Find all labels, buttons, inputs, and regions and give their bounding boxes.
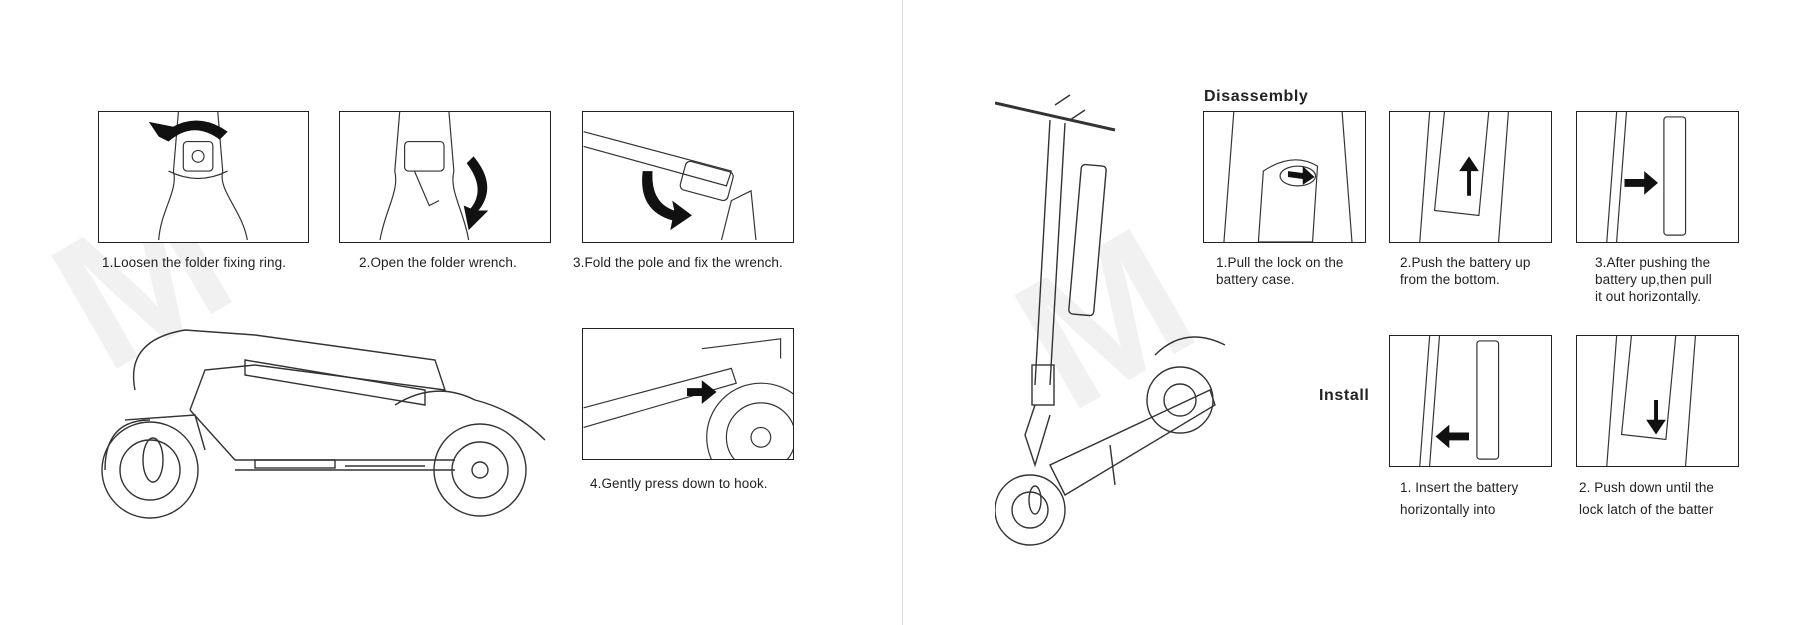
fold-step-1-illustration (98, 111, 309, 243)
right-arrow-icon (1287, 166, 1315, 185)
disassembly-step-3-caption: 3.After pushing the battery up,then pull… (1595, 254, 1712, 305)
disassembly-step-1-caption: 1.Pull the lock on the battery case. (1216, 254, 1344, 288)
down-arrow-icon (463, 156, 489, 231)
disassembly-heading: Disassembly (1204, 88, 1309, 105)
install-step-1-caption: 1. Insert the battery horizontally into (1400, 477, 1518, 521)
caption-line: 2. Push down until the (1579, 480, 1715, 495)
disassembly-step-1-illustration (1203, 111, 1366, 243)
left-arrow-icon (1435, 424, 1470, 449)
install-heading: Install (1319, 387, 1370, 404)
caption-line: 1. Insert the battery (1400, 480, 1519, 495)
fold-step-4-illustration (582, 328, 794, 460)
folded-scooter-illustration (95, 320, 555, 520)
caption-line: battery case. (1216, 272, 1295, 287)
down-arrow-icon (1646, 400, 1666, 435)
standing-scooter-illustration (995, 85, 1235, 575)
caption-line: 2.Push the battery up (1400, 255, 1531, 270)
curved-arrow-icon (642, 171, 692, 231)
caption-line: horizontally into (1400, 502, 1496, 517)
caption-line: battery up,then pull (1595, 272, 1712, 287)
fold-step-4-caption: 4.Gently press down to hook. (590, 476, 768, 491)
install-step-2-caption: 2. Push down until the lock latch of the… (1579, 477, 1714, 521)
fold-step-3-illustration (582, 111, 794, 243)
fold-step-3-caption: 3.Fold the pole and fix the wrench. (573, 255, 783, 270)
caption-line: from the bottom. (1400, 272, 1500, 287)
curved-arrow-icon (158, 120, 228, 142)
install-step-2-illustration (1576, 335, 1739, 467)
disassembly-step-2-illustration (1389, 111, 1552, 243)
caption-line: 1.Pull the lock on the (1216, 255, 1344, 270)
fold-step-2-illustration (339, 111, 551, 243)
up-arrow-icon (1459, 156, 1479, 196)
right-page: M Disassembly (903, 0, 1804, 625)
fold-step-1-caption: 1.Loosen the folder fixing ring. (102, 255, 287, 270)
install-step-1-illustration (1389, 335, 1552, 467)
disassembly-step-3-illustration (1576, 111, 1739, 243)
caption-line: it out horizontally. (1595, 289, 1702, 304)
disassembly-step-2-caption: 2.Push the battery up from the bottom. (1400, 254, 1530, 288)
caption-line: 3.After pushing the (1595, 255, 1711, 270)
fold-step-2-caption: 2.Open the folder wrench. (359, 255, 517, 270)
left-page: M 1.Loosen the folder fixing ring. 2.Ope… (20, 0, 903, 625)
right-arrow-icon (1624, 171, 1658, 195)
caption-line: lock latch of the batter (1579, 502, 1714, 517)
right-arrow-icon (687, 380, 717, 404)
